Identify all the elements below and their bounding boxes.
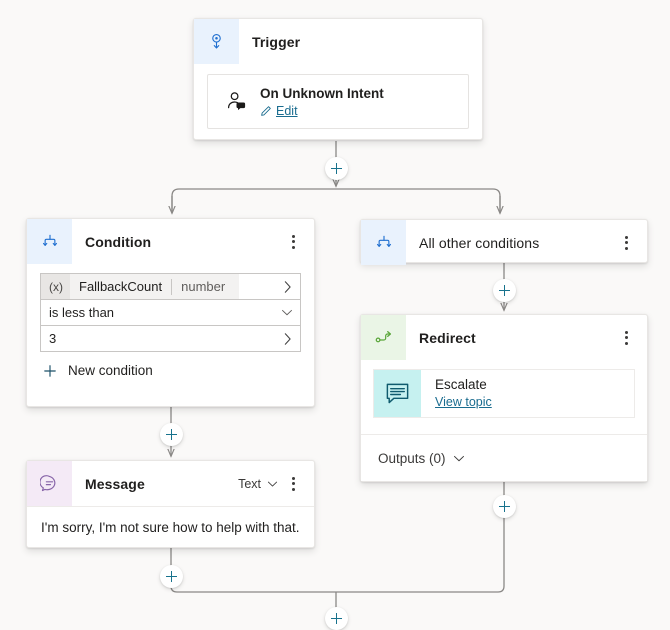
- add-node-before-redirect[interactable]: [493, 279, 516, 302]
- add-node-after-redirect[interactable]: [493, 495, 516, 518]
- redirect-node-header: Redirect: [361, 315, 647, 360]
- redirect-topic-text: Escalate View topic: [421, 376, 492, 411]
- branch-icon: [361, 220, 406, 265]
- redirect-outputs-toggle[interactable]: Outputs (0): [361, 434, 647, 481]
- add-node-after-message[interactable]: [160, 565, 183, 588]
- message-icon: [27, 461, 72, 506]
- condition-value-text: 3: [49, 331, 57, 346]
- redirect-topic-name: Escalate: [435, 377, 487, 392]
- trigger-icon: [194, 19, 239, 64]
- redirect-node[interactable]: Redirect Escalate View topic Outp: [360, 314, 648, 482]
- variable-type-label: number: [181, 279, 226, 294]
- chevron-right-icon[interactable]: [274, 280, 300, 294]
- chevron-down-icon: [267, 480, 278, 488]
- new-condition-label: New condition: [68, 363, 153, 378]
- trigger-node-header: Trigger: [194, 19, 482, 64]
- message-node-title: Message: [85, 475, 145, 492]
- redirect-node-body: Escalate View topic: [361, 360, 647, 430]
- branch-icon: [27, 219, 72, 264]
- chevron-down-icon[interactable]: [274, 308, 300, 317]
- view-topic-link[interactable]: View topic: [435, 395, 492, 409]
- all-other-conditions-title: All other conditions: [419, 234, 540, 251]
- trigger-event-name: On Unknown Intent: [260, 86, 384, 101]
- add-node-after-trigger[interactable]: [325, 157, 348, 180]
- condition-operator-row[interactable]: is less than: [40, 299, 301, 326]
- trigger-node-title: Trigger: [252, 33, 301, 50]
- redirect-more-options-icon[interactable]: [613, 322, 639, 354]
- add-node-after-condition[interactable]: [160, 423, 183, 446]
- redirect-outputs-label: Outputs (0): [378, 450, 446, 466]
- condition-operator-value: is less than: [49, 305, 115, 320]
- trigger-event-text: On Unknown Intent Edit: [254, 85, 384, 118]
- variable-prefix-label: (x): [41, 274, 70, 299]
- all-other-conditions-more-options-icon[interactable]: [613, 227, 639, 259]
- chevron-down-icon: [453, 454, 465, 463]
- message-format-select[interactable]: Text: [238, 477, 278, 491]
- condition-more-options-icon[interactable]: [280, 226, 306, 258]
- message-more-options-icon[interactable]: [280, 468, 306, 500]
- add-node-after-merge[interactable]: [325, 607, 348, 630]
- trigger-node[interactable]: Trigger On Unknown Intent: [193, 18, 483, 140]
- message-format-label: Text: [238, 476, 261, 491]
- variable-divider: [171, 278, 173, 295]
- message-node[interactable]: Message Text I'm sorry, I'm not sure how…: [26, 460, 315, 548]
- pencil-icon: [260, 105, 272, 117]
- message-node-body[interactable]: I'm sorry, I'm not sure how to help with…: [27, 506, 314, 548]
- trigger-edit-row[interactable]: Edit: [260, 104, 384, 118]
- condition-node-title: Condition: [85, 233, 152, 250]
- message-text: I'm sorry, I'm not sure how to help with…: [41, 520, 300, 535]
- person-chat-icon: [220, 90, 254, 114]
- variable-name-label: FallbackCount: [79, 279, 163, 294]
- condition-value-row[interactable]: 3: [40, 325, 301, 352]
- trigger-event-card[interactable]: On Unknown Intent Edit: [207, 74, 469, 129]
- plus-icon: [43, 364, 57, 378]
- redirect-icon: [361, 315, 406, 360]
- trigger-edit-link[interactable]: Edit: [276, 104, 298, 118]
- redirect-node-title: Redirect: [419, 329, 476, 346]
- variable-chip: (x) FallbackCount number: [41, 274, 240, 299]
- condition-node[interactable]: Condition (x) FallbackCount number: [26, 218, 315, 407]
- topic-message-icon: [374, 370, 421, 417]
- condition-node-header: Condition: [27, 219, 314, 264]
- new-condition-button[interactable]: New condition: [40, 363, 301, 378]
- condition-node-body: (x) FallbackCount number is less than: [27, 264, 314, 378]
- all-other-conditions-header: All other conditions: [361, 220, 647, 265]
- chevron-right-icon[interactable]: [274, 332, 300, 346]
- redirect-topic-card[interactable]: Escalate View topic: [373, 369, 635, 418]
- condition-variable-row[interactable]: (x) FallbackCount number: [40, 273, 301, 300]
- all-other-conditions-node[interactable]: All other conditions: [360, 219, 648, 265]
- message-node-header: Message Text: [27, 461, 314, 506]
- trigger-node-body: On Unknown Intent Edit: [194, 64, 482, 142]
